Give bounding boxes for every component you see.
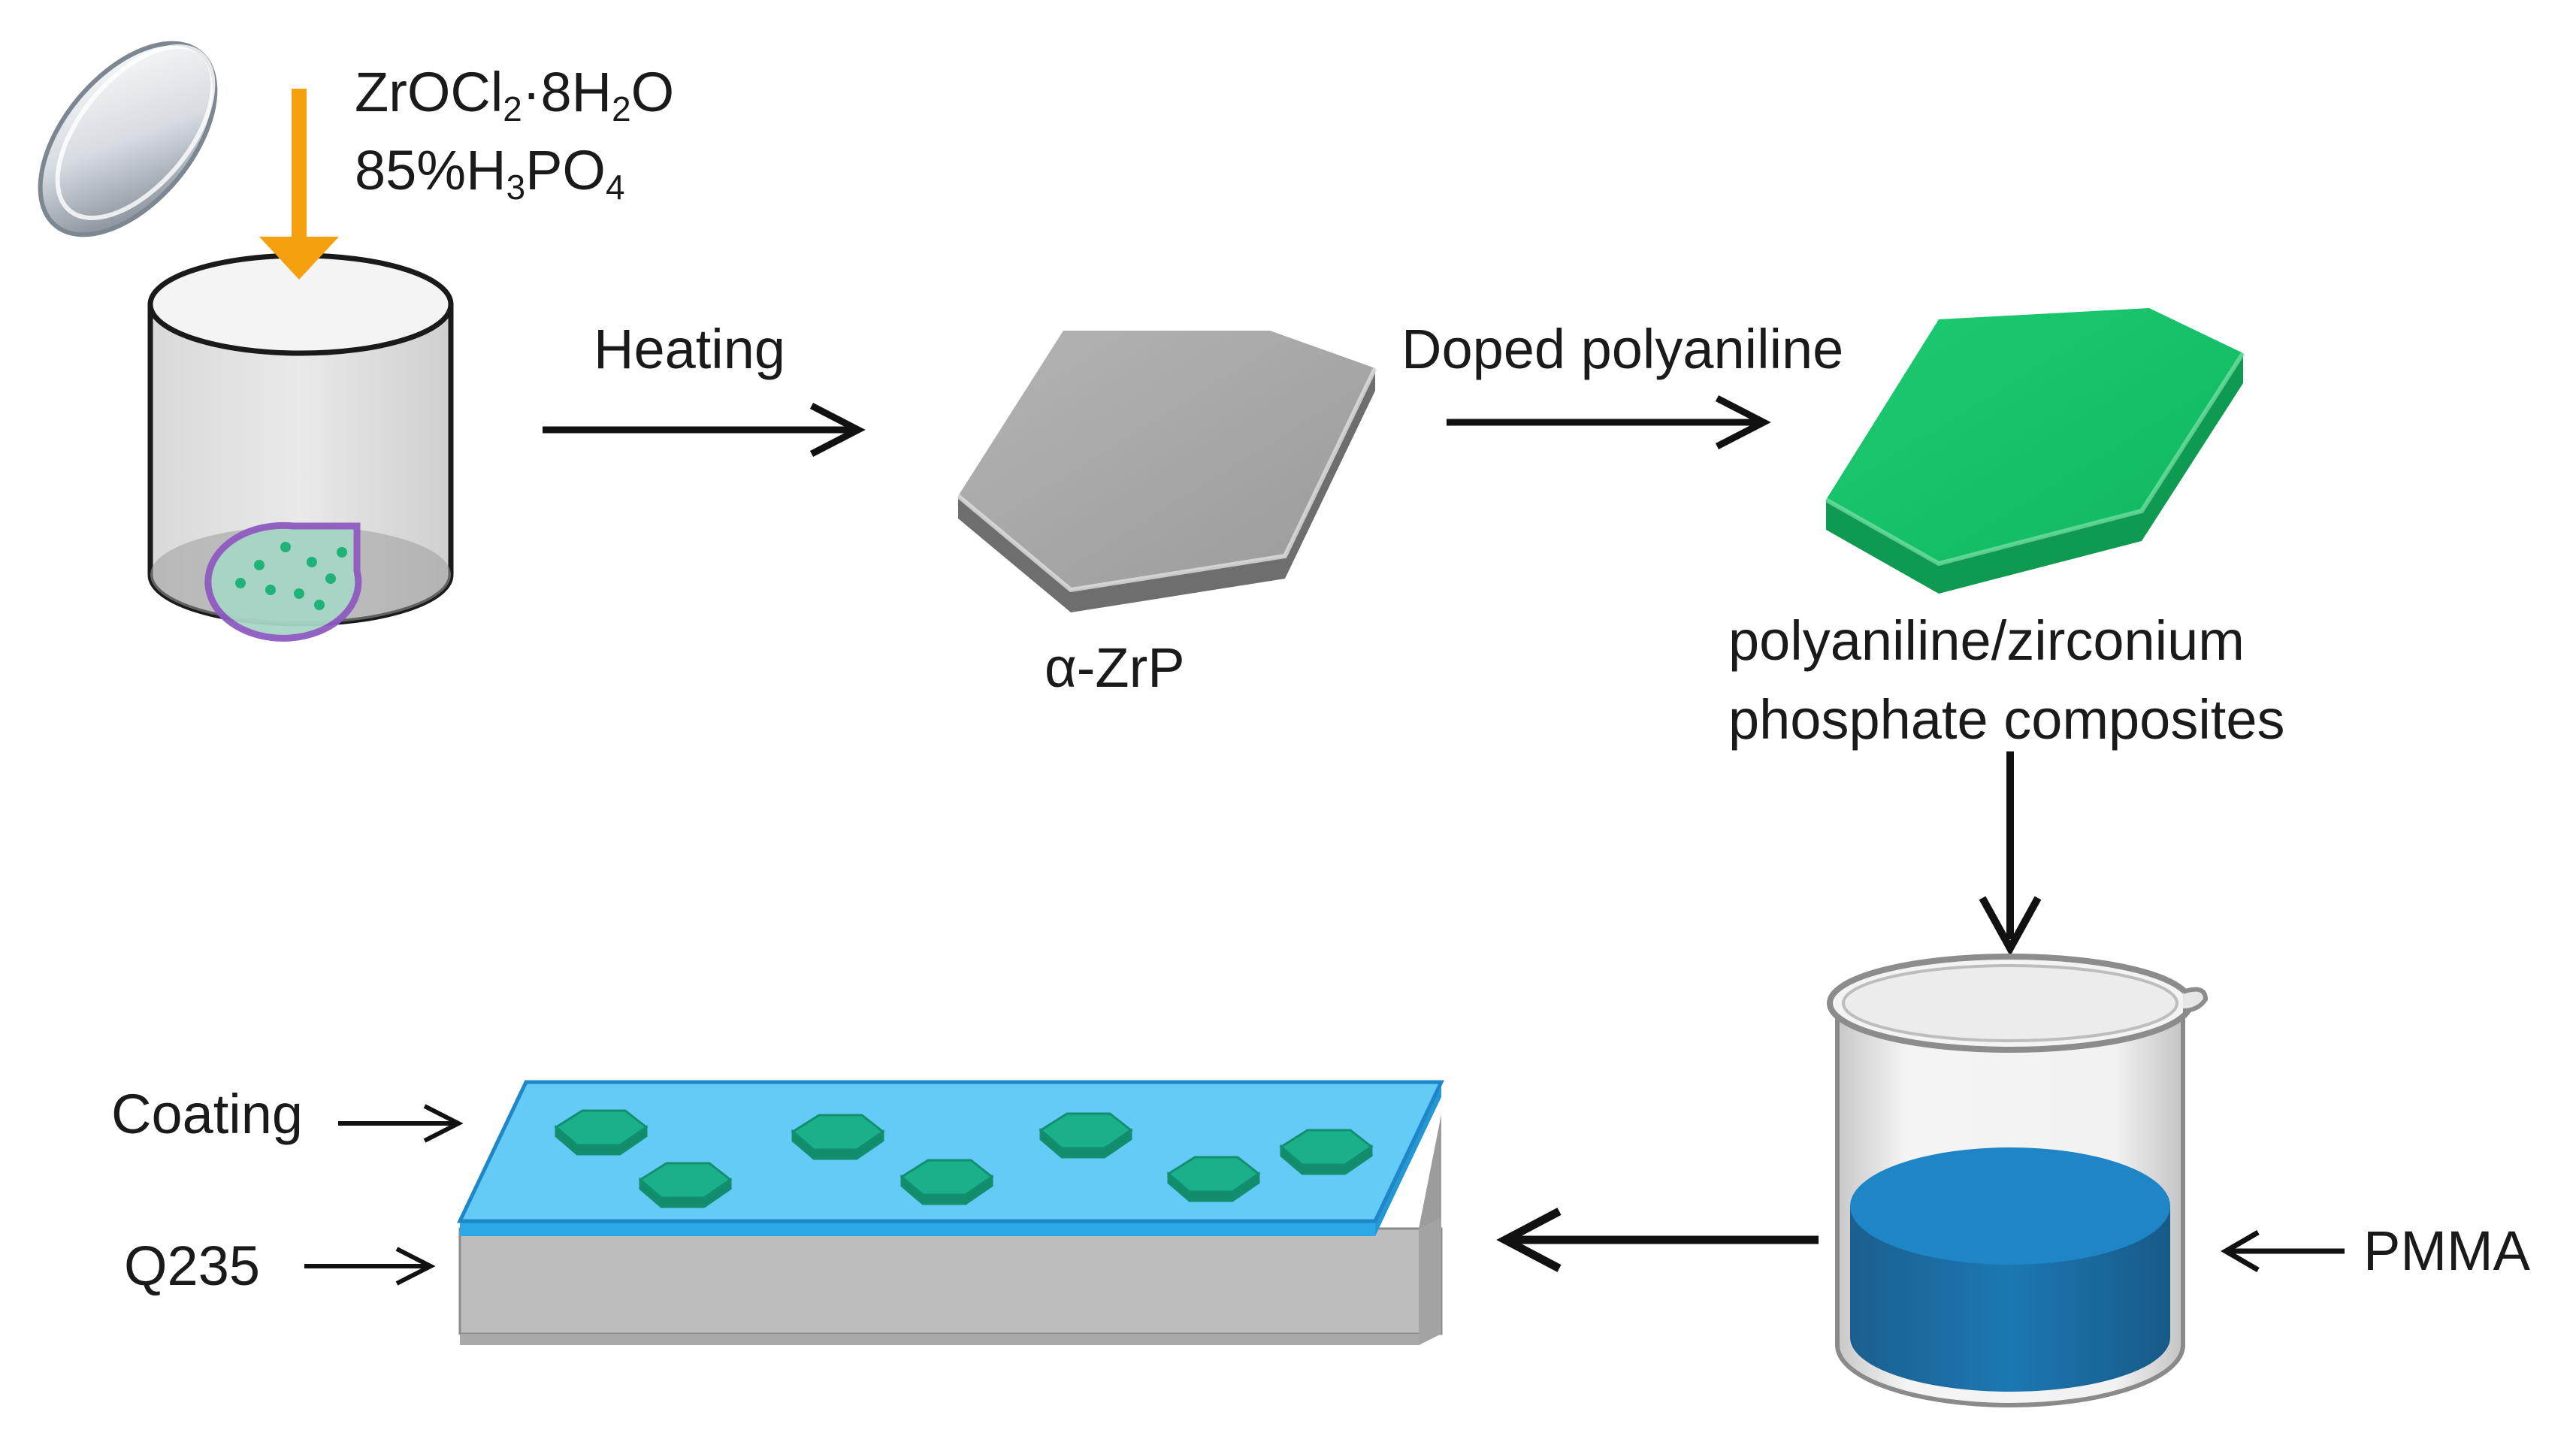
composite-label-line1: polyaniline/zirconium	[1728, 609, 2245, 672]
zrp-platelet-icon	[957, 331, 1377, 612]
substrate-pointer-arrow	[304, 1247, 436, 1286]
embedded-platelet-6	[1166, 1156, 1261, 1202]
reagent-zrocl2: ZrOCl2·8H2O	[355, 61, 675, 128]
feed-arrow	[259, 89, 339, 280]
composite-label-line2: phosphate composites	[1728, 688, 2285, 751]
droplet-icon	[204, 521, 362, 642]
zrp-label: α-ZrP	[1045, 636, 1185, 699]
steel-plate-icon	[457, 1080, 1444, 1345]
embedded-platelet-2	[638, 1162, 733, 1208]
composite-label: polyaniline/zirconium phosphate composit…	[1728, 601, 2284, 759]
embedded-platelet-3	[791, 1114, 885, 1160]
doping-arrow	[1447, 395, 1771, 449]
embedded-platelet-7	[1279, 1129, 1374, 1175]
coating-process-arrow	[1496, 1208, 1819, 1272]
embedded-platelet-4	[899, 1159, 994, 1205]
reagent-h3po4: 85%H3PO4	[355, 139, 625, 207]
heating-arrow	[543, 403, 866, 457]
coating-label: Coating	[111, 1083, 304, 1145]
lid-icon	[38, 41, 218, 237]
embedded-platelets	[554, 1109, 1374, 1208]
embedded-platelet-1	[554, 1109, 649, 1156]
composite-platelet-icon	[1825, 308, 2245, 594]
pmma-arrow	[2221, 1229, 2345, 1273]
step-doping-label: Doped polyaniline	[1401, 318, 1844, 380]
reactor-icon	[147, 252, 454, 642]
down-arrow	[1979, 751, 2042, 957]
embedded-platelet-5	[1039, 1112, 1133, 1159]
beaker-icon	[1827, 954, 2209, 1407]
coating-pointer-arrow	[338, 1104, 464, 1143]
step-heating-label: Heating	[594, 318, 786, 380]
substrate-label: Q235	[124, 1235, 261, 1297]
pmma-label: PMMA	[2363, 1220, 2530, 1282]
